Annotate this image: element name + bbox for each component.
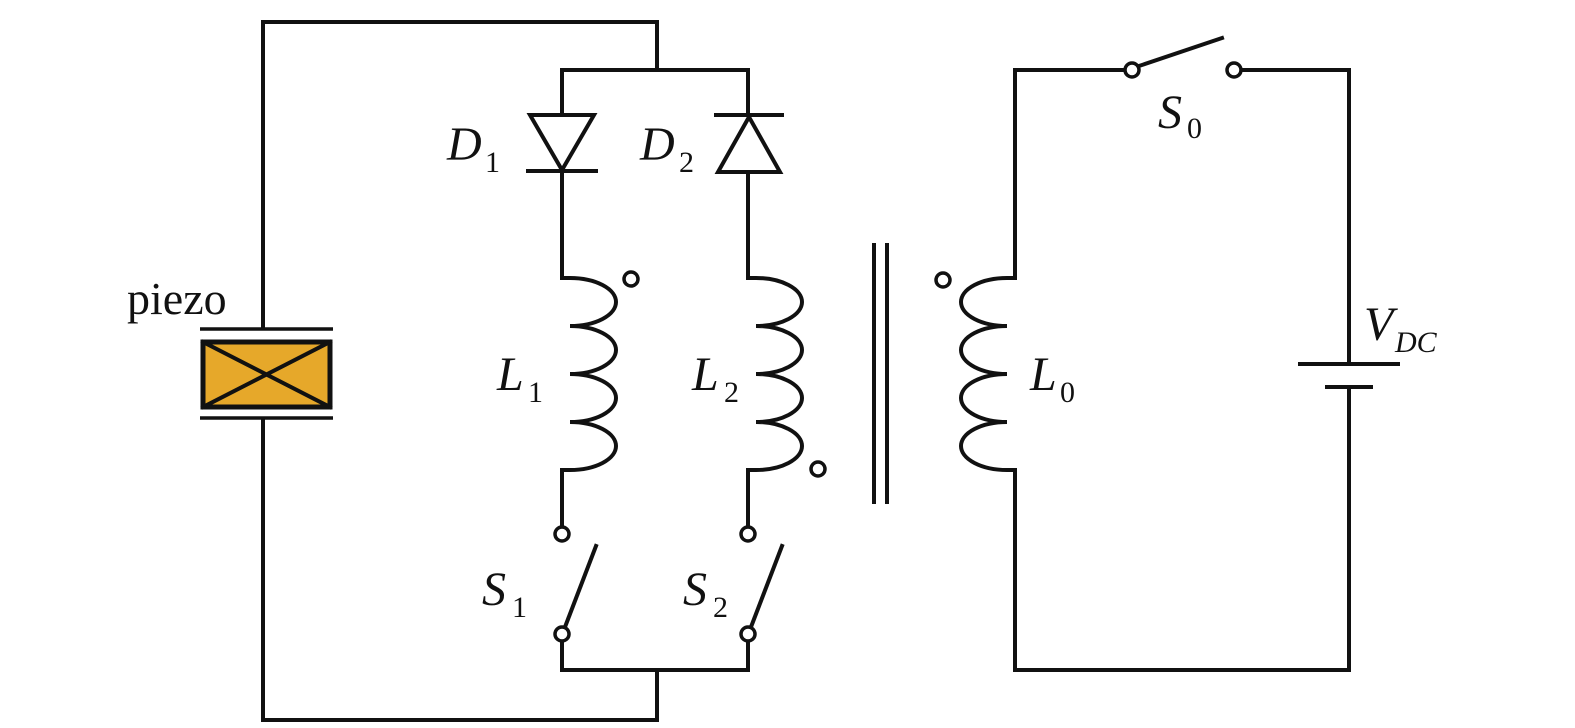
label-s0-sub: 0 <box>1187 112 1202 145</box>
dc-source <box>1298 362 1400 389</box>
piezo-top-wire <box>261 20 659 329</box>
label-s1-letter: S <box>482 563 506 616</box>
label-d2-letter: D <box>639 118 675 171</box>
label-l2-letter: L <box>691 348 719 401</box>
label-d2: D 2 <box>639 118 694 179</box>
label-l0-sub: 0 <box>1060 376 1075 409</box>
switch-s2-bottom-terminal <box>739 625 757 643</box>
label-l0-letter: L <box>1029 348 1057 401</box>
label-s1: S 1 <box>482 563 527 624</box>
inductor-l1 <box>560 276 618 472</box>
label-s2: S 2 <box>683 563 728 624</box>
label-vdc-letter: V <box>1364 298 1398 351</box>
label-s2-sub: 2 <box>713 591 728 624</box>
left-circuit-wires <box>261 20 750 722</box>
piezo-label: piezo <box>127 273 227 324</box>
inductor-l2 <box>746 276 804 472</box>
piezo-cross-b <box>200 339 333 410</box>
label-l1: L 1 <box>496 348 543 409</box>
label-d1-letter: D <box>446 118 482 171</box>
inductor-l0 <box>959 276 1017 472</box>
label-s0: S 0 <box>1158 86 1202 145</box>
label-vdc-sub: DC <box>1394 326 1438 359</box>
switch-s0 <box>1123 35 1243 79</box>
label-l0: L 0 <box>1029 348 1075 409</box>
diode-d1-triangle <box>526 113 598 174</box>
piezo-element <box>200 327 333 420</box>
switch-s2-blade <box>748 543 785 630</box>
label-l1-sub: 1 <box>528 376 543 409</box>
label-l2: L 2 <box>691 348 739 409</box>
switch-s2 <box>739 525 785 643</box>
switch-s0-right-terminal <box>1225 61 1243 79</box>
switch-s0-blade <box>1136 35 1225 69</box>
label-l2-sub: 2 <box>724 376 739 409</box>
right-top-right-wire <box>1239 68 1351 364</box>
right-bottom-wire <box>1013 386 1351 672</box>
label-d2-sub: 2 <box>679 146 694 179</box>
label-s0-letter: S <box>1158 86 1182 139</box>
label-d1: D 1 <box>446 118 500 179</box>
switch-s1 <box>553 525 599 643</box>
switch-s1-top-terminal <box>553 525 571 543</box>
label-s1-sub: 1 <box>512 591 527 624</box>
diode-d2 <box>714 112 784 174</box>
label-d1-sub: 1 <box>485 146 500 179</box>
label-l1-letter: L <box>496 348 524 401</box>
right-top-left-wire <box>1013 68 1127 280</box>
switch-s1-bottom-terminal <box>553 625 571 643</box>
label-s2-letter: S <box>683 563 707 616</box>
right-circuit-wires <box>1013 68 1351 672</box>
label-vdc: V DC <box>1364 298 1438 359</box>
diode-d1 <box>526 113 598 174</box>
transformer-core <box>872 243 889 504</box>
switch-s1-blade <box>562 543 599 630</box>
inductor-l1-polarity-dot <box>622 270 640 288</box>
diode-d2-triangle <box>714 112 784 174</box>
switch-s2-top-terminal <box>739 525 757 543</box>
piezo-bottom-wire <box>261 418 659 722</box>
inductor-l2-polarity-dot <box>809 460 827 478</box>
switch-s0-left-terminal <box>1123 61 1141 79</box>
inductor-l0-polarity-dot <box>934 271 952 289</box>
